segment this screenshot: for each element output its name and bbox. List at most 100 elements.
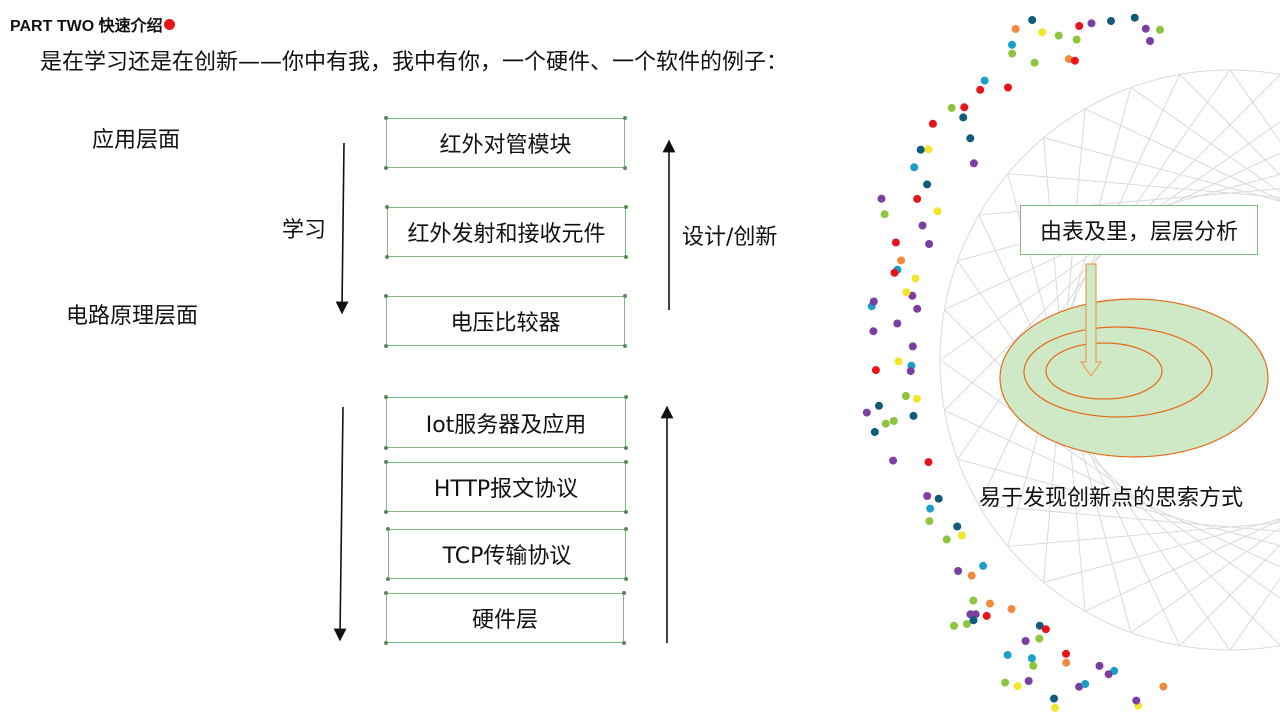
confetti-dot [891,238,900,247]
confetti-dot [875,401,883,410]
confetti-dot [913,304,922,313]
confetti-dot [869,327,878,336]
confetti-dot [953,522,962,531]
web-line [944,309,1280,646]
box-voltage-comparator: 电压比较器 [384,294,627,348]
confetti-dot [986,599,994,608]
analysis-label: 由表及里，层层分析 [1039,220,1238,245]
confetti-dot [1029,661,1038,670]
web-line [957,69,1231,460]
confetti-dot [1134,701,1143,710]
confetti-dot [1146,37,1154,45]
study-arrow-down-lower [333,406,347,642]
confetti-dot [893,319,902,328]
confetti-dot [923,180,932,189]
confetti-dot [966,610,975,619]
confetti-dot [918,221,927,230]
box-iot-server-label: Iot服务器及应用 [425,412,587,438]
confetti-dot [1051,703,1059,712]
confetti-dot [950,621,958,630]
confetti-dot [870,428,879,436]
outer-layer-ellipse [999,298,1269,458]
innovation-caption: 易于发现创新点的思索方式 [979,486,1244,511]
confetti-dot [1081,680,1090,688]
web-line [978,214,1181,646]
confetti-dot [889,417,898,425]
section-header: PART TWO 快速介绍 [10,12,175,36]
web-line [957,260,1231,651]
confetti-dot [908,342,917,351]
confetti-dot [867,302,876,311]
confetti-dot [913,194,922,203]
confetti-dot [871,366,880,375]
confetti-dot [911,274,920,283]
web-line [957,458,1280,547]
web-line [1229,577,1280,651]
box-ir-components-label: 红外发射和接收元件 [407,222,606,247]
confetti-dot [960,103,969,112]
confetti-dot [1030,58,1039,67]
confetti-dot [1028,16,1037,24]
confetti-dot [969,159,978,168]
web-line [1007,87,1132,547]
box-ir-components: 红外发射和接收元件 [385,205,628,259]
confetti-dot [969,596,978,605]
box-tcp-protocol-label: TCP传输协议 [442,544,572,569]
confetti-dot [1003,651,1012,659]
confetti-dot [869,297,878,306]
confetti-dot [966,134,975,143]
web-line [1043,518,1280,583]
box-hardware-layer-label: 硬件层 [471,608,538,633]
confetti-dot [969,616,978,625]
confetti-dot [926,504,935,513]
confetti-dot [1041,625,1050,634]
confetti-dot [962,620,971,628]
box-voltage-comparator-label: 电压比较器 [450,311,561,336]
app-layer-label: 应用层面 [92,128,181,153]
confetti-dot [1075,682,1084,691]
confetti-dot [880,210,889,219]
confetti-dot [877,194,886,203]
box-iot-server: Iot服务器及应用 [384,395,628,450]
confetti-dot [1021,637,1030,645]
box-hardware-layer: 硬件层 [384,591,626,645]
confetti-dot [1035,621,1044,630]
confetti-dot [1064,55,1073,64]
confetti-dot [894,357,903,366]
confetti-dot [1110,666,1119,675]
confetti-dot [1035,634,1044,643]
confetti-dot [916,145,925,154]
study-arrow-down-upper [335,142,349,315]
confetti-dot [1054,31,1063,40]
confetti-dot [934,494,943,503]
confetti-dot [1027,654,1036,663]
confetti-dot [1038,28,1047,37]
web-line [978,74,1181,506]
confetti-dot [924,145,933,154]
confetti-dot [933,207,942,216]
box-http-protocol: HTTP报文协议 [384,460,628,514]
web-line [1229,69,1280,143]
confetti-dot [910,163,919,172]
red-dot-icon [163,19,175,31]
middle-layer-ellipse [1023,326,1213,418]
confetti-dot [906,367,915,376]
confetti-dot [1087,19,1096,28]
confetti-dot [1001,678,1010,687]
confetti-dot [959,113,968,122]
box-ir-module: 红外对管模块 [384,116,627,170]
confetti-dot [1062,658,1071,667]
confetti-dot [890,268,899,277]
confetti-dot [862,408,871,417]
analysis-label-box: 由表及里，层层分析 [1020,205,1258,255]
confetti-dot [909,411,918,420]
confetti-dot [1004,83,1012,92]
confetti-dot [1007,605,1016,613]
confetti-dot [1156,25,1164,34]
web-line [1179,544,1280,646]
confetti-dot [928,119,937,128]
confetti-dot [925,240,934,248]
confetti-dot [1130,13,1139,22]
down-arrow-icon [1079,263,1103,378]
